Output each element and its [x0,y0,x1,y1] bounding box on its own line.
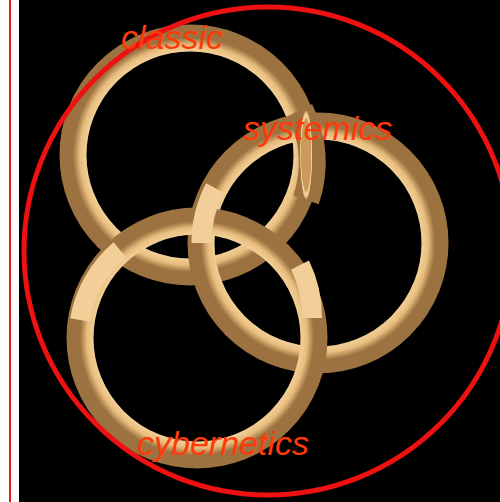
ring-label: systemics [243,111,392,145]
ring-label: classic [121,20,223,54]
ring-label: cybernetics [137,426,309,460]
